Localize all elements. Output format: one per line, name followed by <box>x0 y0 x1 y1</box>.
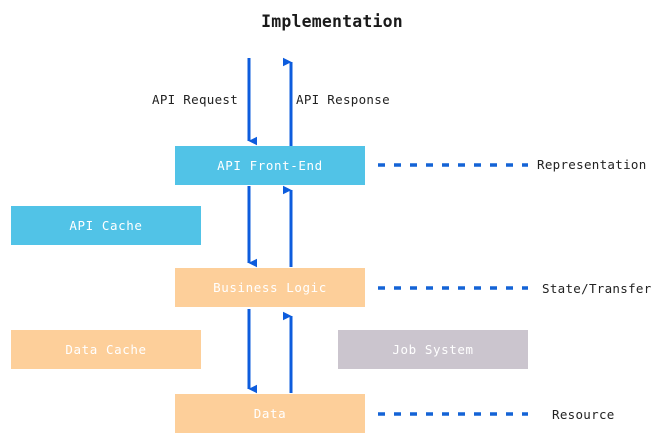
node-data-label: Data <box>253 406 287 421</box>
node-api-front-end-label: API Front-End <box>217 158 323 173</box>
node-data-cache-label: Data Cache <box>65 342 147 357</box>
node-business-logic-label: Business Logic <box>213 280 327 295</box>
flow-label-api-request: API Request <box>152 92 239 107</box>
node-job-system[interactable]: Job System <box>338 330 528 369</box>
node-business-logic[interactable]: Business Logic <box>175 268 365 307</box>
side-label-representation: Representation <box>537 157 647 172</box>
side-label-state-transfer: State/Transfer <box>542 281 652 296</box>
node-api-cache[interactable]: API Cache <box>11 206 201 245</box>
node-api-cache-label: API Cache <box>69 218 143 233</box>
node-data-cache[interactable]: Data Cache <box>11 330 201 369</box>
side-label-resource: Resource <box>552 407 615 422</box>
page-title: Implementation <box>261 12 403 31</box>
node-api-front-end[interactable]: API Front-End <box>175 146 365 185</box>
node-job-system-label: Job System <box>392 342 474 357</box>
node-data[interactable]: Data <box>175 394 365 433</box>
flow-label-api-response: API Response <box>296 92 390 107</box>
